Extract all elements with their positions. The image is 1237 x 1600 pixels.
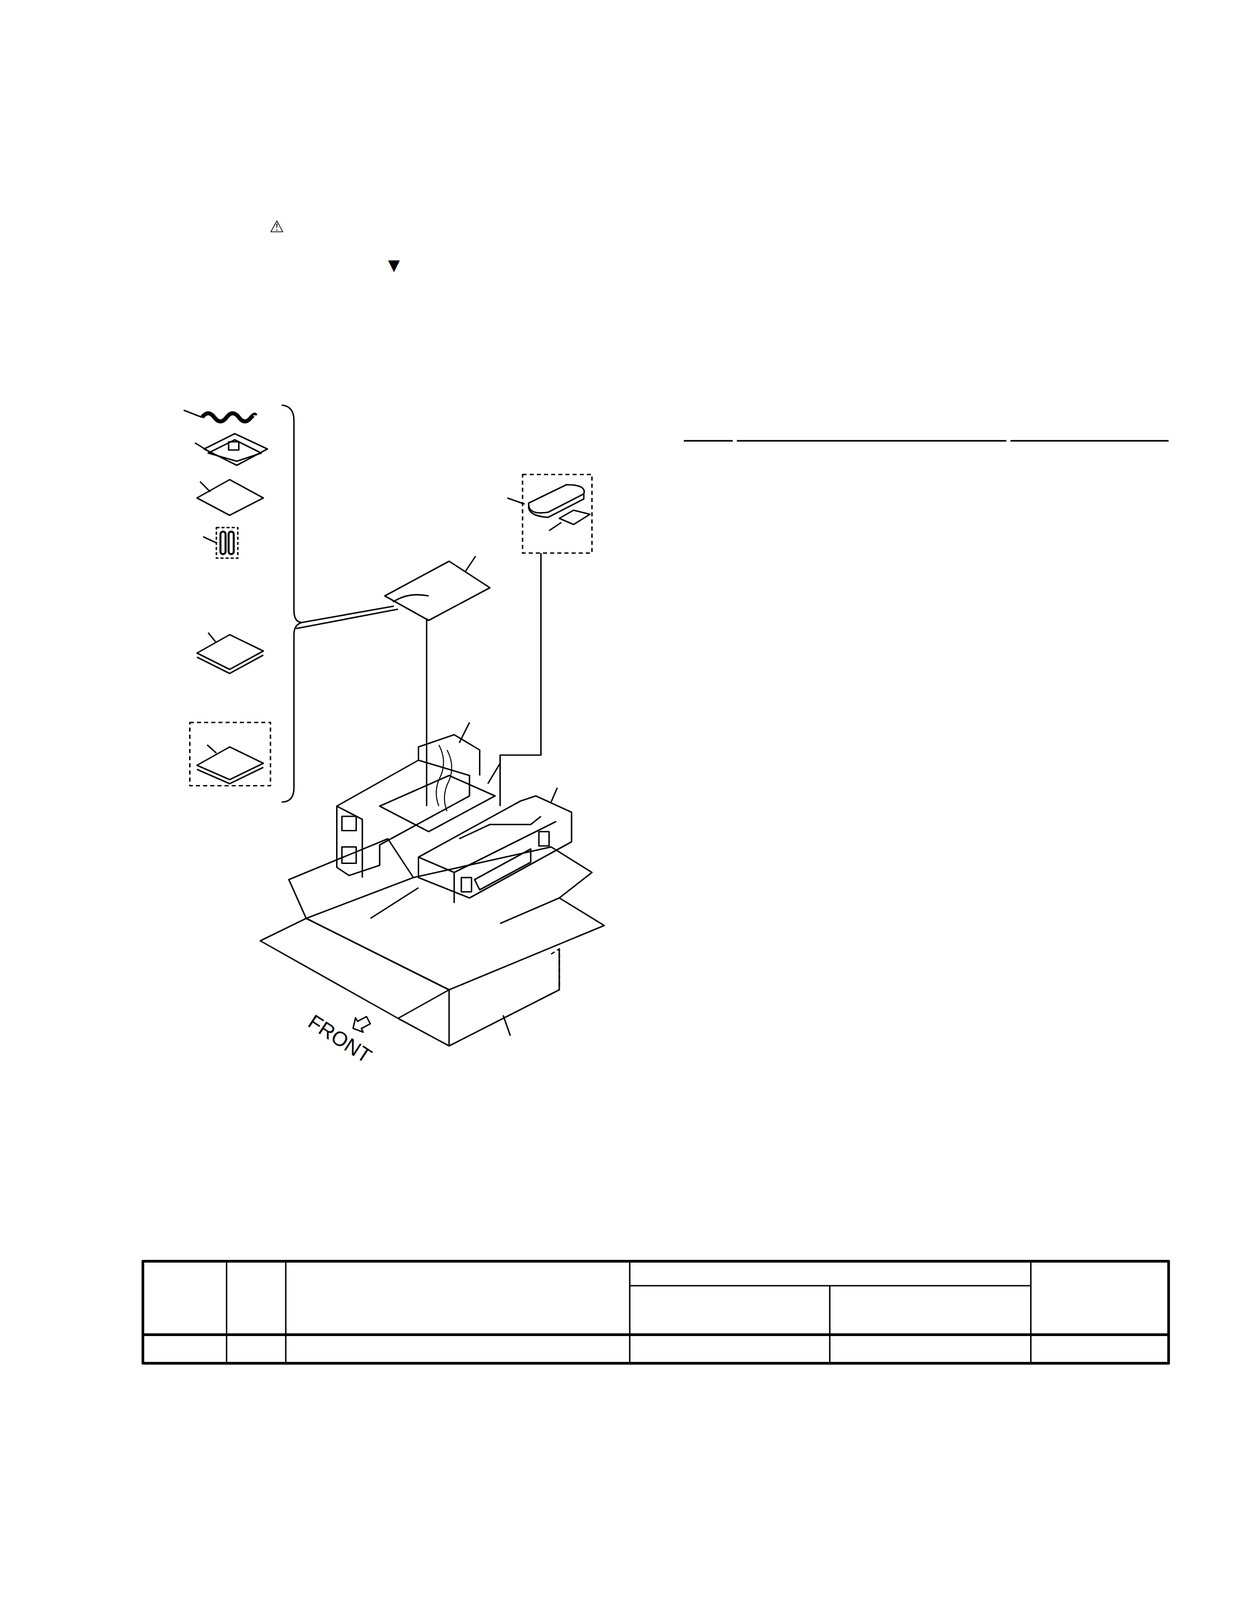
carton-box xyxy=(260,839,605,1047)
packing-foam xyxy=(337,722,573,904)
remote-control xyxy=(500,474,593,807)
parts-table xyxy=(142,1261,1169,1364)
header-rules xyxy=(684,440,1169,442)
caution-symbol: ⚠ xyxy=(269,218,284,235)
mark-symbol: ▼ xyxy=(388,257,401,274)
group-bracket xyxy=(281,405,303,802)
accessories xyxy=(183,410,271,787)
front-label: FRONT xyxy=(304,1011,375,1067)
